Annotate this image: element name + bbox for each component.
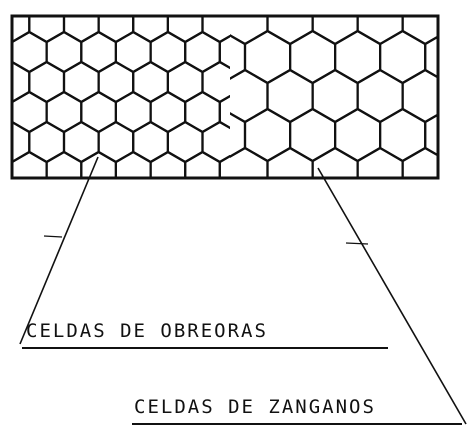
drone-cell: [178, 0, 223, 44]
drone-cell: [266, 146, 314, 178]
worker-cells-leader-line: [19, 156, 99, 345]
drone-cell: [155, 109, 200, 161]
worker-cells-label: CELDAS DE OBREORAS: [26, 320, 268, 342]
worker-cell: [255, 32, 290, 72]
worker-cell: [237, 122, 272, 162]
drone-cell: [289, 107, 337, 163]
drone-cells-label: CELDAS DE ZANGANOS: [134, 396, 376, 418]
drone-cell: [133, 0, 178, 44]
drone-cell: [266, 68, 314, 124]
drone-cell: [379, 107, 427, 163]
drone-cell: [266, 16, 314, 46]
worker-cell: [12, 160, 14, 178]
drone-cell: [448, 0, 471, 44]
drone-cell: [334, 107, 382, 163]
drone-cell: [401, 68, 438, 124]
drone-cell: [424, 35, 438, 79]
worker-cell: [12, 60, 31, 104]
drone-cell: [424, 113, 438, 157]
honeycomb-frame: [10, 14, 440, 180]
worker-cell: [114, 150, 152, 178]
worker-cell: [149, 150, 187, 178]
drone-cells-region: [133, 0, 471, 200]
worker-cell: [45, 150, 83, 178]
drone-cell: [356, 146, 404, 178]
worker-cell: [12, 120, 31, 164]
worker-cell: [218, 34, 230, 70]
drone-cell: [243, 107, 292, 163]
worker-cell: [12, 150, 48, 178]
worker-cell: [218, 154, 230, 178]
worker-cell: [184, 150, 221, 178]
drone-cell: [289, 29, 337, 85]
drone-cell: [401, 146, 438, 178]
worker-cell: [12, 40, 14, 64]
drone-cell: [243, 29, 292, 85]
drone-cell: [356, 16, 404, 46]
drone-cell: [311, 16, 359, 46]
drone-cell: [401, 16, 438, 46]
drone-cell: [334, 29, 382, 85]
worker-cell: [12, 16, 31, 44]
drone-cell: [448, 148, 471, 200]
drone-cell: [448, 70, 471, 122]
worker-cell: [218, 94, 230, 130]
honeycomb-cells: [12, 0, 471, 200]
drone-cell: [230, 34, 247, 80]
drone-leader-tick: [345, 242, 369, 245]
worker-cells-region: [12, 16, 290, 178]
drone-cell: [356, 68, 404, 124]
drone-cell: [311, 68, 359, 124]
worker-cell: [12, 100, 14, 124]
drone-cells-leader-line: [317, 167, 467, 425]
worker-leader-tick: [43, 235, 63, 238]
drone-cell: [311, 146, 359, 178]
drone-cell: [379, 29, 427, 85]
